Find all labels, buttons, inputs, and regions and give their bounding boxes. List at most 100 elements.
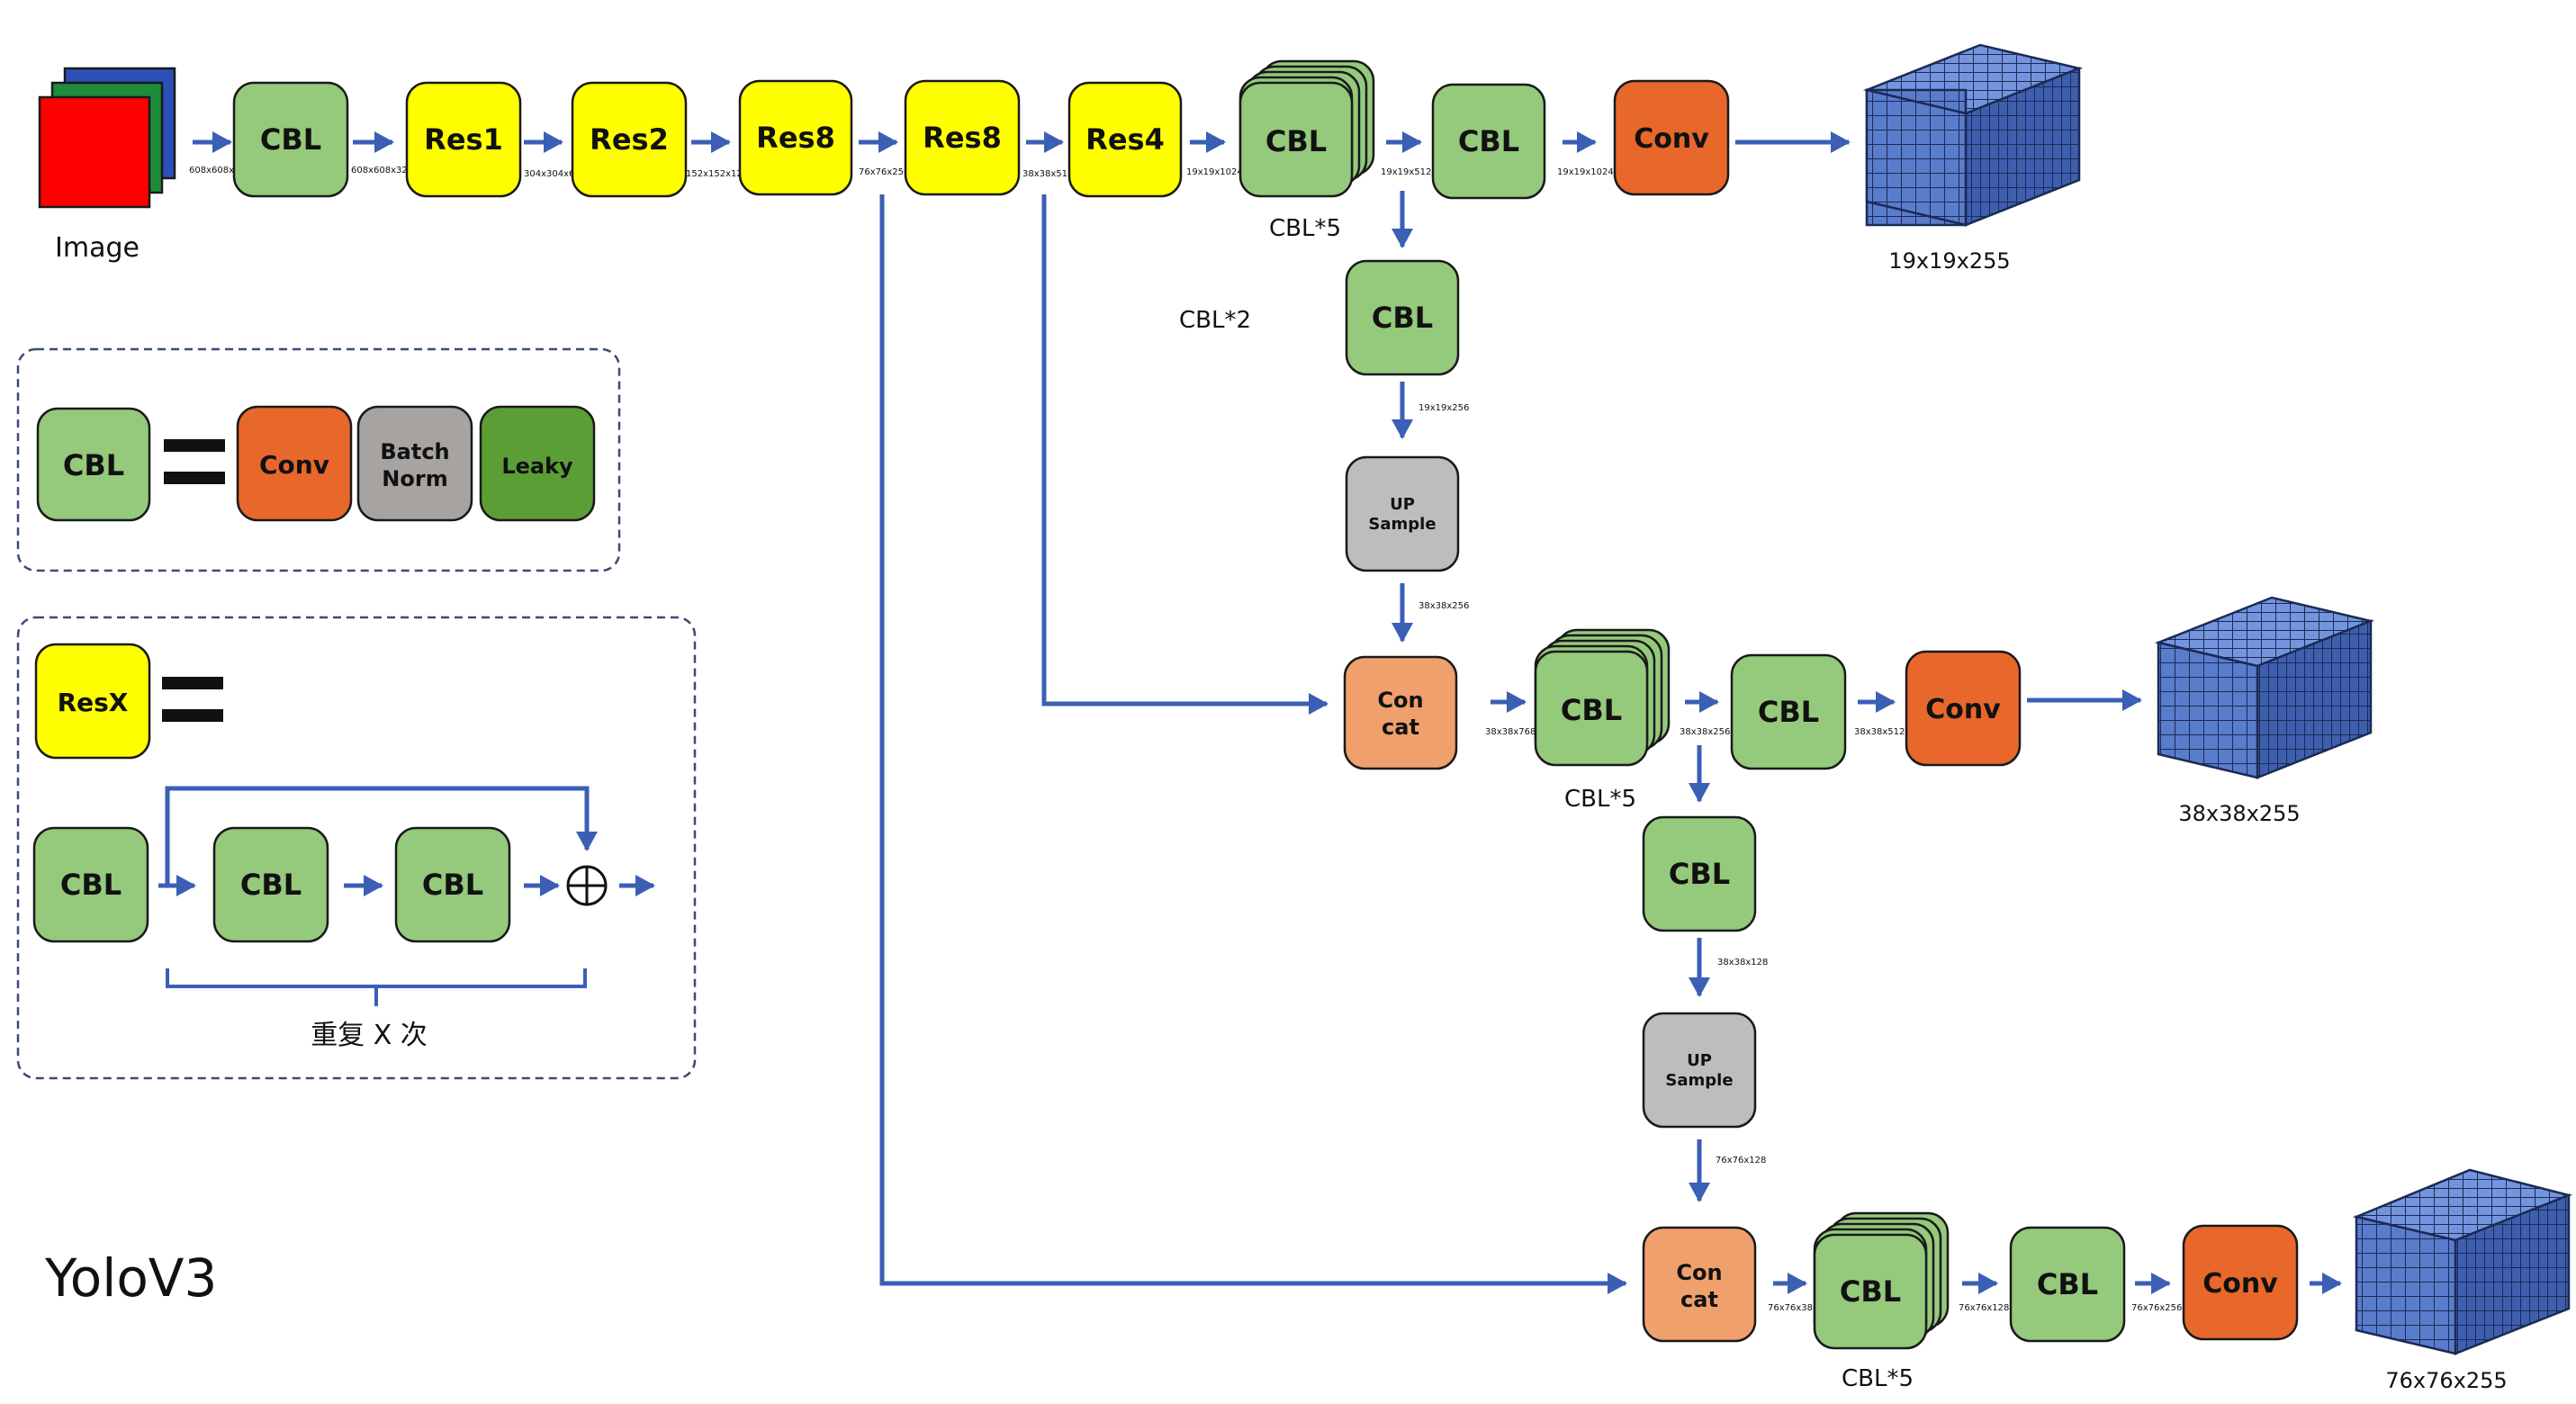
res4-block: Res4 (1067, 81, 1183, 198)
output-label-2: 38x38x255 (2178, 801, 2300, 826)
conv-block: Conv (1613, 79, 1730, 196)
dim-label: 38x38x256 (1680, 727, 1730, 737)
svg-text:CBL: CBL (1265, 124, 1327, 158)
conv-block: Conv (2182, 1224, 2299, 1341)
svg-text:Conv: Conv (2202, 1268, 2278, 1300)
dim-label: 152x152x128 (686, 169, 748, 179)
svg-text:Res8: Res8 (923, 121, 1002, 155)
svg-text:Conv: Conv (259, 450, 329, 480)
dim-label: 38x38x128 (1717, 958, 1768, 968)
svg-text:CBL: CBL (1758, 695, 1819, 729)
output-label-1: 19x19x255 (1888, 248, 2010, 274)
svg-text:Con: Con (1676, 1260, 1722, 1285)
tensor-cube-icon (1862, 43, 2084, 227)
image-stack-icon (38, 67, 176, 209)
dim-label: 608x608x3 (189, 166, 239, 176)
legend-cbl-block: CBL (36, 407, 151, 522)
equals-sign (164, 439, 225, 484)
svg-text:UP: UP (1390, 495, 1415, 514)
svg-text:Batch: Batch (380, 439, 449, 464)
cbl5-stack-3: CBL (1813, 1211, 1950, 1350)
dim-label: 608x608x32 (351, 166, 408, 176)
svg-text:Conv: Conv (1925, 694, 2001, 725)
add-circle-icon (566, 865, 608, 906)
cbl5-caption: CBL*5 (1564, 786, 1636, 813)
svg-text:CBL: CBL (2037, 1267, 2098, 1301)
upsample-block: UP Sample (1345, 455, 1460, 572)
image-label: Image (55, 232, 140, 264)
cbl-block: CBL (1345, 259, 1460, 376)
cbl2-caption: CBL*2 (1179, 307, 1251, 334)
svg-text:CBL: CBL (60, 868, 122, 902)
shortcut-arrow (165, 786, 598, 886)
concat-block: Con cat (1343, 655, 1458, 770)
res8-block-2: Res8 (904, 79, 1021, 196)
res8-block-1: Res8 (738, 79, 853, 196)
legend-leaky-block: Leaky (479, 405, 596, 522)
svg-text:Res8: Res8 (756, 121, 835, 155)
repeat-caption: 重复 X 次 (311, 1020, 428, 1051)
conv-block: Conv (1905, 650, 2022, 767)
dim-label: 76x76x384 (1768, 1303, 1818, 1313)
svg-text:cat: cat (1680, 1287, 1718, 1312)
dim-label: 76x76x256 (2131, 1303, 2182, 1313)
equals-sign (162, 677, 223, 722)
dim-label: 19x19x512 (1381, 167, 1431, 177)
dim-label: 38x38x256 (1419, 601, 1469, 611)
dim-label: 76x76x128 (1959, 1303, 2009, 1313)
cbl5-caption: CBL*5 (1269, 215, 1341, 242)
dim-label: 38x38x512 (1854, 727, 1905, 737)
legend-cbl-block: CBL (212, 826, 329, 943)
svg-text:Leaky: Leaky (501, 454, 573, 479)
cbl-block: CBL (1431, 83, 1546, 200)
legend-cbl-block: CBL (32, 826, 149, 943)
svg-text:CBL: CBL (1669, 857, 1730, 891)
legend-resx-block: ResX (34, 643, 151, 760)
legend-cbl-block: CBL (394, 826, 511, 943)
cbl5-stack-1: CBL (1238, 59, 1375, 198)
upsample-block: UP Sample (1642, 1012, 1757, 1129)
res1-block: Res1 (405, 81, 522, 198)
dim-label: 19x19x1024 (1186, 167, 1243, 177)
res2-block: Res2 (571, 81, 688, 198)
concat-block: Con cat (1642, 1226, 1757, 1343)
cbl5-caption: CBL*5 (1842, 1365, 1914, 1392)
dim-label: 19x19x256 (1419, 403, 1469, 413)
cbl-block: CBL (2009, 1226, 2126, 1343)
cbl5-stack-2: CBL (1534, 628, 1671, 767)
dim-label: 38x38x768 (1485, 727, 1536, 737)
dim-label: 304x304x64 (524, 169, 581, 179)
cbl-block: CBL (1730, 653, 1847, 770)
svg-text:Sample: Sample (1665, 1071, 1733, 1090)
legend-cbl-box (16, 347, 621, 572)
tensor-cube-icon (2352, 1168, 2573, 1355)
svg-text:CBL: CBL (1561, 693, 1622, 727)
legend-batchnorm-block: Batch Norm (356, 405, 473, 522)
svg-text:Res1: Res1 (424, 122, 503, 157)
dim-label: 76x76x256 (859, 167, 909, 177)
svg-text:Res4: Res4 (1085, 122, 1165, 157)
svg-text:cat: cat (1382, 715, 1419, 740)
svg-text:CBL: CBL (260, 122, 321, 157)
dim-label: 38x38x512 (1022, 169, 1073, 179)
svg-text:ResX: ResX (58, 688, 129, 717)
dim-label: 76x76x128 (1716, 1156, 1766, 1166)
skip-connection-arrow (1041, 194, 1329, 715)
tensor-cube-icon (2154, 596, 2375, 779)
cbl-block: CBL (1642, 815, 1757, 932)
output-label-3: 76x76x255 (2385, 1368, 2507, 1393)
legend-conv-block: Conv (236, 405, 353, 522)
svg-text:Sample: Sample (1368, 515, 1436, 534)
svg-text:Norm: Norm (382, 466, 447, 491)
skip-connection-arrow (879, 194, 1627, 1294)
svg-text:CBL: CBL (63, 448, 124, 482)
dim-label: 19x19x1024 (1557, 167, 1614, 177)
svg-text:Res2: Res2 (590, 122, 669, 157)
legend-resx-box (16, 616, 697, 1080)
svg-text:UP: UP (1687, 1051, 1712, 1070)
svg-text:CBL: CBL (1458, 124, 1519, 158)
svg-text:CBL: CBL (422, 868, 483, 902)
svg-text:CBL: CBL (240, 868, 302, 902)
svg-text:Conv: Conv (1634, 123, 1709, 155)
